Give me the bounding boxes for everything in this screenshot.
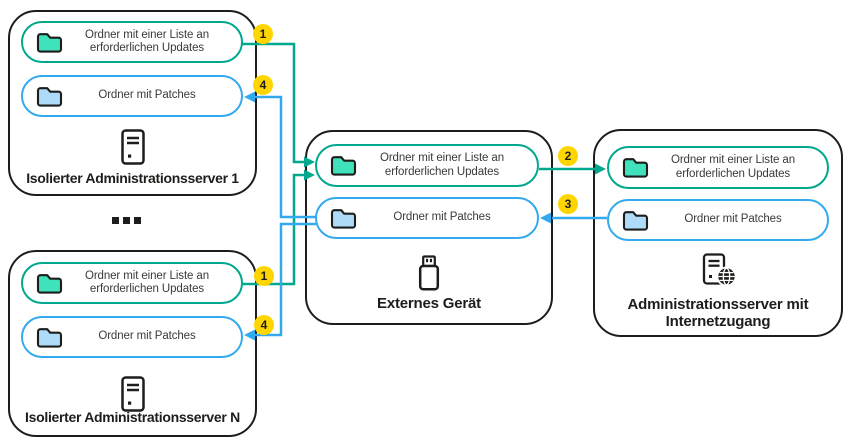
patches-folder-pill: Ordner mit Patches [607,199,829,241]
folder-icon [330,207,357,230]
server-globe-icon [699,253,737,287]
step1-badge-server-n: 1 [254,266,274,286]
updates-folder-pill: Ordner mit einer Liste an erforderlichen… [607,146,829,189]
internet-server-box: Ordner mit einer Liste an erforderlichen… [593,129,843,337]
pill-label: Ordner mit einer Liste an erforderlichen… [84,269,210,296]
patches-folder-pill: Ordner mit Patches [315,197,539,239]
isolated-server-1-box: Ordner mit einer Liste an erforderlichen… [8,10,257,196]
patches-folder-pill: Ordner mit Patches [21,316,243,358]
folder-icon [36,272,63,295]
pill-label: Ordner mit einer Liste an erforderlichen… [379,152,505,178]
pill-label: Ordner mit Patches [684,213,782,226]
server-tower-icon [121,376,145,412]
folder-icon [36,326,63,349]
box-title: Isolierter Administrationsserver N [25,409,240,425]
patches-folder-pill: Ordner mit Patches [21,75,243,117]
server-tower-icon [121,129,145,165]
usb-drive-icon [416,255,442,291]
pill-label: Ordner mit Patches [98,89,196,102]
box-title: Isolierter Administrationsserver 1 [26,170,239,186]
pill-label: Ordner mit Patches [98,330,196,343]
box-title: Externes Gerät [377,295,481,312]
pill-label: Ordner mit einer Liste an erforderlichen… [84,28,210,55]
folder-icon [36,85,63,108]
box-title: Administrationsserver mit Internetzugang [627,296,809,330]
folder-icon [622,156,649,179]
folder-icon [36,31,63,54]
servers-ellipsis [112,217,141,224]
step1-badge-server1: 1 [253,24,273,44]
folder-icon [330,154,357,177]
updates-folder-pill: Ordner mit einer Liste an erforderlichen… [315,144,539,187]
external-device-box: Ordner mit einer Liste an erforderlichen… [305,130,553,325]
step2-badge: 2 [558,146,578,166]
pill-label: Ordner mit einer Liste an erforderlichen… [670,154,796,180]
updates-folder-pill: Ordner mit einer Liste an erforderlichen… [21,262,243,304]
updates-folder-pill: Ordner mit einer Liste an erforderlichen… [21,21,243,63]
folder-icon [622,209,649,232]
step3-badge: 3 [558,194,578,214]
isolated-server-n-box: Ordner mit einer Liste an erforderlichen… [8,250,257,437]
step4-badge-server-n: 4 [254,315,274,335]
pill-label: Ordner mit Patches [393,211,491,224]
step4-badge-server1: 4 [253,75,273,95]
